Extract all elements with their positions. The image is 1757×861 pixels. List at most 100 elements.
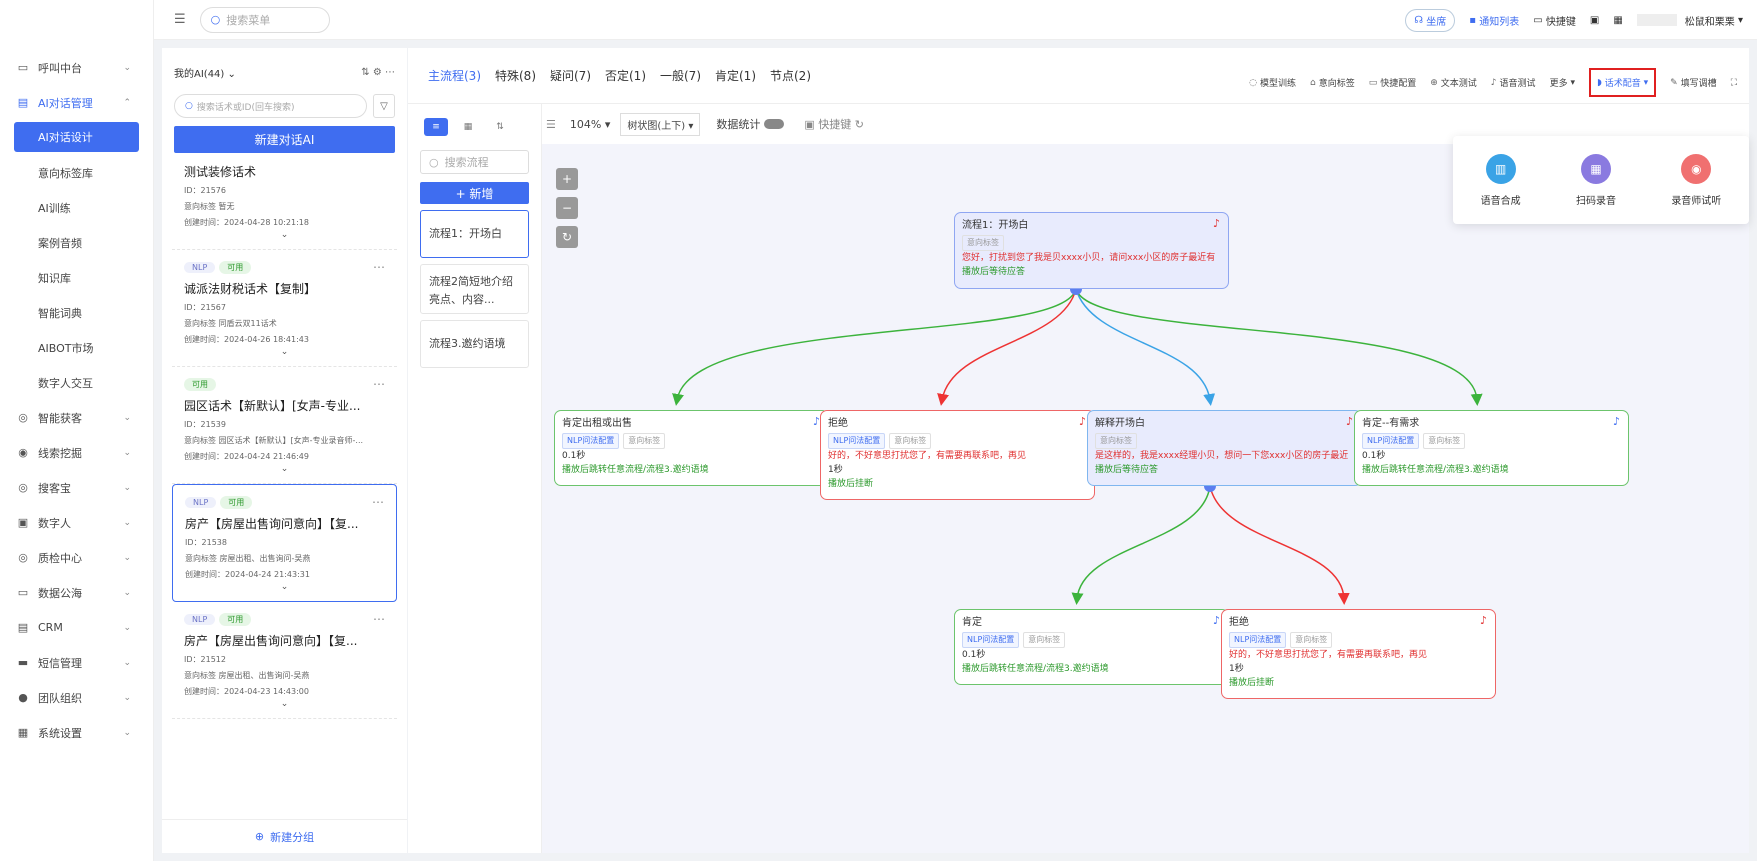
sidebar-sub-intent-tags[interactable]: 意向标签库 (38, 166, 93, 180)
nlp-config-tag[interactable]: NLP问法配置 (962, 632, 1020, 648)
filter-icon[interactable]: ▽ (373, 94, 395, 118)
mic-icon[interactable]: ♪ (812, 415, 820, 428)
tab-positive[interactable]: 肯定(1) (715, 69, 756, 83)
new-group-button[interactable]: ⊕新建分组 (162, 819, 407, 853)
menu-fold-icon[interactable]: ☰ (174, 12, 186, 27)
flow-node[interactable]: 拒绝 NLP问法配置意向标签 好的，不好意思打扰您了，有需要再联系吧，再见 1秒… (820, 410, 1095, 500)
fill-slot-button[interactable]: ✎填写调槽 (1670, 76, 1717, 90)
nlp-config-tag[interactable]: NLP问法配置 (1362, 433, 1420, 449)
flow-node[interactable]: 拒绝 NLP问法配置意向标签 好的，不好意思打扰您了，有需要再联系吧，再见 1秒… (1221, 609, 1496, 699)
sidebar-item-crm[interactable]: ▤CRM⌄ (0, 610, 153, 645)
sidebar-sub-aibot[interactable]: AIBOT市场 (38, 341, 94, 355)
add-flow-button[interactable]: + 新增 (420, 182, 529, 204)
mic-icon[interactable]: ♪ (1345, 415, 1353, 428)
tab-node[interactable]: 节点(2) (770, 69, 811, 83)
more-icon[interactable]: ⋯ (373, 260, 385, 274)
dubbing-button[interactable]: ◗话术配音 ▾ (1588, 68, 1657, 97)
more-icon[interactable]: ⋯ (373, 377, 385, 391)
flow-search-input[interactable]: ○搜索流程 (420, 150, 529, 174)
tab-special[interactable]: 特殊(8) (495, 69, 536, 83)
shortcut-toggle[interactable]: ▣ 快捷键 ↻ (804, 118, 864, 131)
sidebar-sub-ai-design[interactable]: AI对话设计 (14, 122, 139, 152)
list-item[interactable]: 可用 ⋯ 园区话术【新默认】[女声-专业... ID：21539 意向标签 园区… (172, 367, 397, 484)
chevron-down-icon[interactable]: ⌄ (280, 347, 289, 357)
quick-config-button[interactable]: ▭快捷配置 (1369, 76, 1417, 90)
mic-icon[interactable]: ♪ (1212, 217, 1220, 230)
nlp-config-tag[interactable]: NLP问法配置 (562, 433, 620, 449)
fullscreen-icon[interactable]: ⛶ (1730, 77, 1737, 88)
mic-icon[interactable]: ♪ (1078, 415, 1086, 428)
zoom-in-icon[interactable]: + (556, 168, 578, 190)
nlp-config-tag[interactable]: NLP问法配置 (1229, 632, 1287, 648)
grid-view-icon[interactable]: ▦ (463, 122, 473, 132)
flow-item[interactable]: 流程3.邀约语境 (420, 320, 529, 368)
flow-item[interactable]: 流程2简短地介绍亮点、内容... (420, 264, 529, 314)
shortcut-button[interactable]: ▭ 快捷键 (1533, 13, 1576, 28)
notify-button[interactable]: ▪ 通知列表 (1469, 13, 1519, 28)
flow-item[interactable]: 流程1：开场白 (420, 210, 529, 258)
ai-list-title[interactable]: 我的AI(44) ⌄ (174, 69, 236, 80)
intent-tag[interactable]: 意向标签 (1095, 433, 1137, 449)
flow-node[interactable]: 流程1：开场白 意向标签 您好，打扰到您了我是贝xxxx小贝，请问xxx小区的房… (954, 212, 1229, 289)
sidebar-item-sms[interactable]: ▬短信管理⌄ (0, 645, 153, 680)
list-view-icon[interactable]: ≡ (424, 118, 448, 136)
tab-general[interactable]: 一般(7) (660, 69, 701, 83)
scan-record-option[interactable]: ▦扫码录音 (1576, 153, 1616, 207)
tab-question[interactable]: 疑问(7) (550, 69, 591, 83)
sort-settings-icons[interactable]: ⇅ ⚙ ⋯ (361, 67, 395, 78)
sidebar-item-data-sea[interactable]: ▭数据公海⌄ (0, 575, 153, 610)
intent-tag[interactable]: 意向标签 (1290, 632, 1333, 648)
seat-button[interactable]: ☊ 坐席 (1405, 8, 1456, 32)
flow-node[interactable]: 肯定--有需求 NLP问法配置意向标签 0.1秒 播放后跳转任意流程/流程3.邀… (1354, 410, 1629, 486)
tab-main-flow[interactable]: 主流程(3) (428, 69, 481, 83)
chevron-down-icon[interactable]: ⌄ (280, 582, 289, 592)
sidebar-sub-audio[interactable]: 案例音频 (38, 236, 82, 250)
layout-select[interactable]: 树状图(上下) ▾ (620, 112, 701, 136)
mic-icon[interactable]: ♪ (1212, 614, 1220, 627)
canvas-area[interactable]: + − ↻ 流程1：开场白 意向标签 您好，打扰到您了我是贝xxxx小贝，请问x… (542, 144, 1749, 853)
model-train-button[interactable]: ◌模型训练 (1249, 76, 1296, 90)
sidebar-sub-ai-train[interactable]: AI训练 (38, 201, 71, 215)
text-test-button[interactable]: ⊕文本测试 (1430, 76, 1477, 90)
more-button[interactable]: 更多 ▾ (1549, 77, 1575, 90)
chevron-down-icon[interactable]: ⌄ (280, 230, 289, 240)
menu-search-input[interactable]: ○搜索菜单 (199, 6, 330, 33)
flow-node[interactable]: 肯定出租或出售 NLP问法配置意向标签 0.1秒 播放后跳转任意流程/流程3.邀… (554, 410, 829, 486)
sidebar-sub-dictionary[interactable]: 智能词典 (38, 306, 82, 320)
sidebar-item-acquire[interactable]: ◎智能获客⌄ (0, 400, 153, 435)
reset-icon[interactable]: ↻ (556, 226, 578, 248)
mic-icon[interactable]: ♪ (1479, 614, 1487, 627)
sidebar-item-qa[interactable]: ◎质检中心⌄ (0, 540, 153, 575)
recorder-listen-option[interactable]: ◉录音师试听 (1671, 153, 1721, 207)
intent-tag-button[interactable]: ⌂意向标签 (1310, 76, 1355, 90)
more-icon[interactable]: ⋯ (372, 495, 384, 509)
sidebar-sub-digital-human[interactable]: 数字人交互 (38, 376, 93, 390)
sidebar-sub-knowledge[interactable]: 知识库 (38, 271, 71, 285)
sidebar-item-leads[interactable]: ◉线索挖掘⌄ (0, 435, 153, 470)
stats-toggle[interactable] (764, 119, 785, 129)
ai-search-input[interactable]: ○搜索话术或ID(回车搜索) (174, 94, 367, 118)
intent-tag[interactable]: 意向标签 (889, 433, 932, 449)
new-ai-button[interactable]: 新建对话AI (174, 126, 395, 153)
collapse-icon[interactable]: ☰ (546, 117, 556, 131)
zoom-out-icon[interactable]: − (556, 197, 578, 219)
sidebar-item-settings[interactable]: ▦系统设置⌄ (0, 715, 153, 750)
chevron-down-icon[interactable]: ⌄ (280, 699, 289, 709)
tab-negative[interactable]: 否定(1) (605, 69, 646, 83)
sidebar-item-call-center[interactable]: ▭呼叫中台⌄ (0, 50, 153, 85)
sidebar-item-team[interactable]: ●团队组织⌄ (0, 680, 153, 715)
tts-option[interactable]: ▥语音合成 (1481, 153, 1521, 207)
chevron-down-icon[interactable]: ⌄ (280, 464, 289, 474)
more-icon[interactable]: ⋯ (373, 612, 385, 626)
sort-icon[interactable]: ⇅ (496, 122, 504, 132)
flow-node[interactable]: 解释开场白 意向标签 是这样的，我是xxxx经理小贝，想问一下您xxx小区的房子… (1087, 410, 1362, 486)
nlp-config-tag[interactable]: NLP问法配置 (828, 433, 886, 449)
voice-test-button[interactable]: ♪语音测试 (1491, 76, 1536, 90)
intent-tag[interactable]: 意向标签 (623, 433, 666, 449)
sidebar-item-digital[interactable]: ▣数字人⌄ (0, 505, 153, 540)
sidebar-item-soukebao[interactable]: ◎搜客宝⌄ (0, 470, 153, 505)
qr-icon[interactable]: ▦ (1613, 14, 1623, 26)
